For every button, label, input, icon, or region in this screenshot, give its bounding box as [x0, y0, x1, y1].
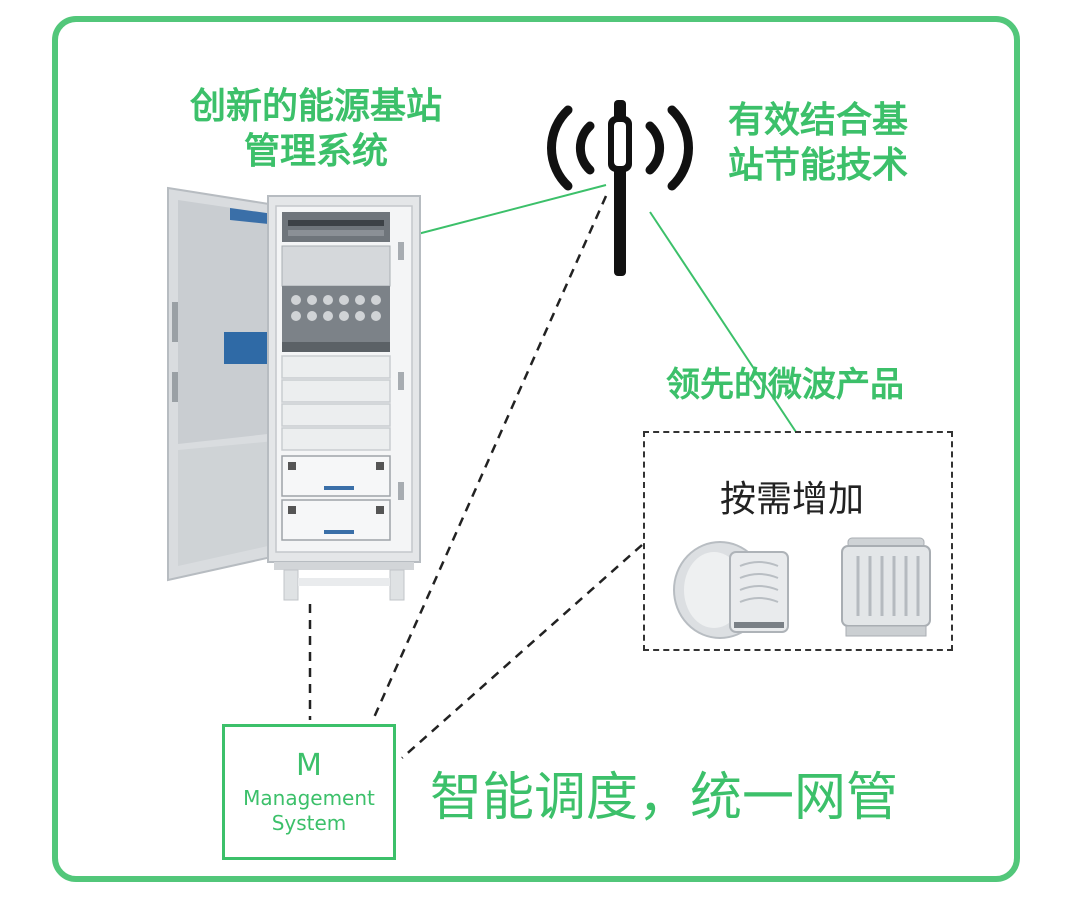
antenna-microwave-line — [649, 211, 797, 433]
cabinet-title: 创新的能源基站 管理系统 — [190, 84, 442, 174]
microwave-products-box — [643, 431, 953, 651]
antenna-icon — [547, 100, 693, 276]
antenna-title-line1: 有效结合基 — [728, 100, 909, 141]
management-label-line1: Management — [243, 785, 375, 810]
management-label-line2: System — [271, 810, 347, 835]
microwave-title: 领先的微波产品 — [666, 365, 904, 405]
cabinet-antenna-line — [409, 184, 607, 237]
microwave-dish-image — [673, 541, 789, 639]
cabinet-title-line2: 管理系统 — [244, 131, 389, 172]
on-demand-label: 按需增加 — [720, 479, 865, 520]
antenna-title: 有效结合基 站节能技术 — [728, 98, 908, 188]
cabinet-title-line1: 创新的能源基站 — [190, 86, 443, 127]
management-logo-letter: M — [296, 747, 322, 783]
microwave-radio-unit-image — [841, 537, 931, 637]
slogan: 智能调度，统一网管 — [430, 768, 899, 828]
outdoor-cabinet-image — [167, 186, 421, 601]
management-system-box: M Management System — [222, 724, 396, 860]
outer-frame — [52, 16, 1020, 882]
microwave-management-dashed-line — [401, 544, 643, 759]
antenna-title-line2: 站节能技术 — [728, 145, 909, 186]
